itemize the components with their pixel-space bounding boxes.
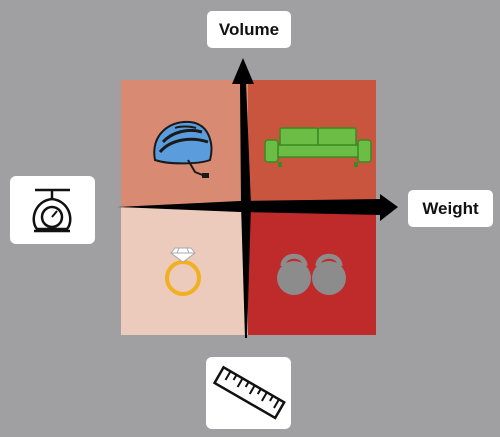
volume-axis-arrow — [232, 58, 254, 338]
weight-label: Weight — [408, 190, 493, 227]
weight-axis-arrow — [117, 194, 398, 221]
ruler-icon — [212, 365, 286, 420]
ruler-panel — [206, 357, 291, 429]
kettlebells-icon — [277, 253, 346, 295]
volume-label: Volume — [207, 11, 291, 48]
bicycle-helmet-icon — [153, 120, 213, 178]
quadrant-bottom-left — [121, 207, 248, 335]
kitchen-scale-icon — [32, 188, 72, 233]
quadrant-bottom-right — [248, 207, 376, 335]
sofa-icon — [264, 127, 372, 167]
diamond-ring-icon — [165, 247, 201, 296]
kitchen-scale-panel — [10, 176, 95, 244]
